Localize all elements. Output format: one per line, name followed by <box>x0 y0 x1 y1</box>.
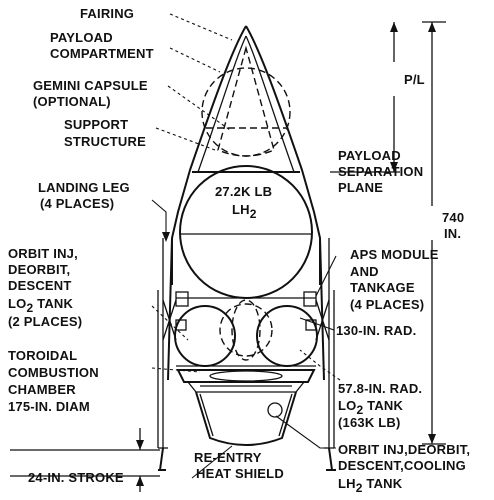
label-aps-4: (4 PLACES) <box>350 297 424 312</box>
label-lh2-amount: 27.2K LB <box>215 184 272 199</box>
label-payload-compartment-1: PAYLOAD <box>50 30 113 45</box>
label-toroidal-2: COMBUSTION <box>8 365 99 380</box>
label-separation-2: SEPARATION <box>338 164 423 179</box>
landing-leg <box>157 237 336 471</box>
label-payload-compartment-2: COMPARTMENT <box>50 46 154 61</box>
label-gemini-2: (OPTIONAL) <box>33 94 111 109</box>
label-separation-1: PAYLOAD <box>338 148 401 163</box>
vehicle-outline <box>157 25 336 471</box>
gemini-capsule-outline <box>217 45 275 157</box>
label-rad130: 130-IN. RAD. <box>336 323 416 338</box>
label-landing-2: (4 PLACES) <box>40 196 114 211</box>
label-support-1: SUPPORT <box>64 117 128 132</box>
fairing-outline <box>171 25 247 285</box>
lo2-tank-cluster <box>174 297 318 367</box>
label-lo2-tank-1: LO2 TANK <box>338 398 403 417</box>
label-gemini-1: GEMINI CAPSULE <box>33 78 148 93</box>
labels: FAIRING PAYLOAD COMPARTMENT GEMINI CAPSU… <box>8 6 470 495</box>
label-orbit-lo2-4: LO2 TANK <box>8 296 73 315</box>
label-aps-1: APS MODULE <box>350 247 439 262</box>
label-orbit-lo2-3: DESCENT <box>8 278 72 293</box>
payload-compartment-outline <box>201 67 291 157</box>
height-dimension <box>330 21 446 445</box>
stroke-dimension <box>10 428 160 492</box>
label-stroke: 24-IN. STROKE <box>28 470 124 485</box>
label-lh2-name: LH2 <box>232 202 257 221</box>
label-reentry-1: RE-ENTRY <box>194 450 262 465</box>
label-orbit-lh2-3: LH2 TANK <box>338 476 403 495</box>
fairing-outline-right <box>245 25 321 285</box>
label-orbit-lo2-1: ORBIT INJ, <box>8 246 78 261</box>
leader-lines <box>151 13 341 479</box>
cooling-lh2-tank <box>267 402 283 418</box>
label-fairing: FAIRING <box>80 6 134 21</box>
label-orbit-lo2-2: DEORBIT, <box>8 262 70 277</box>
toroidal-chamber <box>176 369 316 393</box>
label-orbit-lh2-1: ORBIT INJ,DEORBIT, <box>338 442 470 457</box>
label-orbit-lo2-5: (2 PLACES) <box>8 314 82 329</box>
label-rad57: 57.8-IN. RAD. <box>338 381 422 396</box>
label-aps-2: AND <box>350 264 379 279</box>
label-pl: P/L <box>404 72 425 87</box>
label-toroidal-4: 175-IN. DIAM <box>8 399 90 414</box>
label-aps-3: TANKAGE <box>350 280 415 295</box>
label-landing-1: LANDING LEG <box>38 180 130 195</box>
label-orbit-lh2-2: DESCENT,COOLING <box>338 458 466 473</box>
label-support-2: STRUCTURE <box>64 134 146 149</box>
label-height-unit: IN. <box>444 226 461 241</box>
reentry-heat-shield <box>195 391 297 446</box>
lo2-tank-center <box>219 303 273 357</box>
label-height-value: 740 <box>442 210 464 225</box>
label-separation-3: PLANE <box>338 180 383 195</box>
label-toroidal-1: TOROIDAL <box>8 348 77 363</box>
lo2-tank-right <box>256 305 318 367</box>
label-toroidal-3: CHAMBER <box>8 382 76 397</box>
label-lo2-tank-2: (163K LB) <box>338 415 400 430</box>
label-reentry-2: HEAT SHIELD <box>196 466 284 481</box>
